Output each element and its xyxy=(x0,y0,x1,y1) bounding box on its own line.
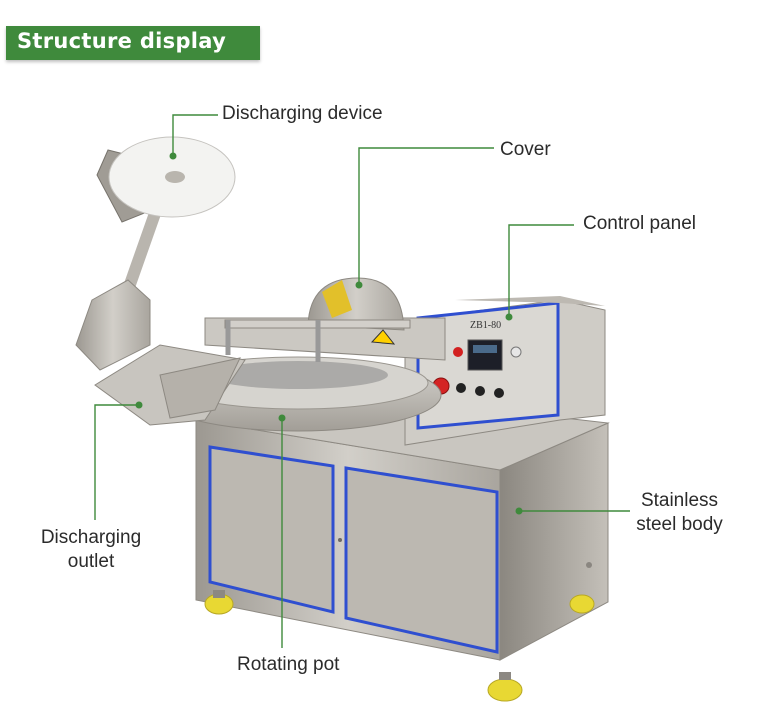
discharging-device xyxy=(75,136,236,371)
marker-dot-icon xyxy=(355,281,363,289)
warning-icon xyxy=(370,329,396,345)
knob-icon xyxy=(475,386,485,396)
control-panel-housing: ZB1-80 xyxy=(404,296,606,446)
display-screen xyxy=(467,339,503,371)
title-badge: Structure display xyxy=(6,26,260,60)
stainless-steel-body xyxy=(195,399,610,661)
indicator-light-icon xyxy=(453,347,463,357)
label-discharging-device: Discharging device xyxy=(222,103,383,124)
leader-line-discharging-outlet xyxy=(94,404,139,520)
cover xyxy=(204,277,446,362)
label-stainless-line2: steel body xyxy=(636,514,723,535)
title-text: Structure display xyxy=(17,29,227,53)
marker-dot-icon xyxy=(135,401,143,409)
leader-lines xyxy=(94,114,630,648)
leader-line-discharging-device xyxy=(172,114,218,156)
knob-icon xyxy=(456,383,466,393)
marker-dot-icon xyxy=(505,313,513,321)
label-outlet-line2: outlet xyxy=(67,551,115,572)
marker-dot-icon xyxy=(169,152,177,160)
label-stainless-line1: Stainless xyxy=(640,490,719,511)
label-rotating-pot: Rotating pot xyxy=(237,654,340,675)
machine-feet xyxy=(204,590,595,702)
leader-line-control-panel xyxy=(508,224,574,317)
marker-dot-icon xyxy=(278,414,286,422)
indicator-light-icon xyxy=(510,346,522,358)
label-control-panel: Control panel xyxy=(583,213,697,234)
panel-model-text: ZB1-80 xyxy=(470,320,501,331)
label-cover: Cover xyxy=(500,139,551,160)
marker-dot-icon xyxy=(515,507,523,515)
label-outlet-line1: Discharging xyxy=(40,527,142,548)
knob-icon xyxy=(494,388,504,398)
leader-line-cover xyxy=(358,147,494,285)
